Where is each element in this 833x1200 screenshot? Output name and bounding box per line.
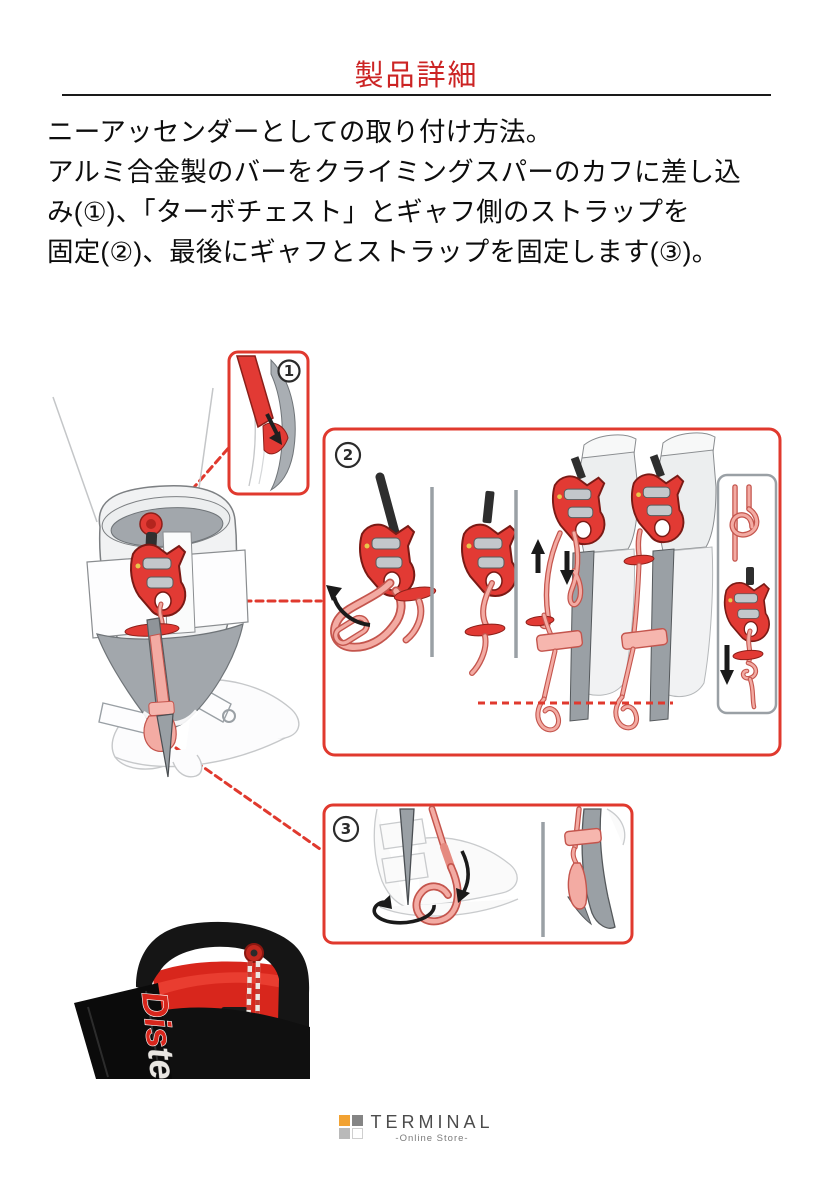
gaff-spike — [399, 808, 415, 906]
step2-sub-illustration-spur-loose — [525, 434, 639, 733]
store-logo: TERMINAL -Online Store- — [0, 1112, 833, 1144]
main-leg-illustration — [52, 387, 300, 778]
step1-inset-panel: 1 — [227, 350, 310, 496]
step2-panel: 2 — [322, 427, 782, 757]
step2-number: 2 — [343, 446, 353, 464]
description-line: み(①)、「ターボチェスト」とギャフ側のストラップを — [47, 197, 690, 227]
aluminium-bar — [235, 355, 274, 429]
rotate-arrow-icon — [378, 895, 392, 909]
description-line: 固定(②)、最後にギャフとストラップを固定します(③)。 — [47, 237, 719, 267]
step2-sub-illustration-rope — [461, 490, 518, 676]
tighten-arrow-icon — [720, 670, 734, 685]
wrap-arrow-icon — [456, 888, 470, 903]
product-photo: Dis te — [74, 921, 310, 1079]
boot-outline — [98, 670, 300, 778]
store-logo-text: TERMINAL — [370, 1112, 494, 1132]
brand-text: te — [140, 1045, 184, 1079]
insert-arrow-icon — [269, 431, 282, 445]
ascender-device — [124, 512, 196, 778]
step3-panel: 3 — [322, 803, 634, 945]
carabiner — [334, 616, 369, 645]
step1-number: 1 — [284, 362, 294, 380]
product-description: ニーアッセンダーとしての取り付け方法。 アルミ合金製のバーをクライミングスパーの… — [47, 112, 807, 272]
up-arrow-icon — [531, 539, 545, 554]
down-arrow-icon — [560, 570, 574, 585]
cord-grommet — [250, 949, 258, 957]
velcro-strap — [74, 983, 172, 1079]
step3-number: 3 — [341, 820, 351, 838]
step2-sub-illustration-sling — [326, 472, 437, 652]
step3-gaff-illustration — [564, 806, 626, 929]
gaff-spike — [156, 713, 174, 778]
shell-highlight — [158, 972, 300, 995]
step3-boot-illustration — [372, 805, 519, 926]
step2-sub-illustration-spur-tight — [613, 432, 717, 731]
description-line: ニーアッセンダーとしての取り付け方法。 — [47, 117, 553, 147]
store-logo-subtext: -Online Store- — [395, 1133, 469, 1144]
page-title: 製品詳細 — [354, 60, 479, 92]
knee-cuff — [86, 485, 249, 729]
description-line: アルミ合金製のバーをクライミングスパーのカフに差し込 — [47, 157, 741, 187]
brand-text: Dis — [134, 990, 181, 1050]
step2-knot-detail-panel — [716, 473, 778, 715]
terminal-grid-icon — [339, 1115, 364, 1139]
title-divider — [62, 94, 771, 96]
pull-arrow-icon — [326, 585, 342, 601]
top-pad — [136, 921, 310, 1033]
